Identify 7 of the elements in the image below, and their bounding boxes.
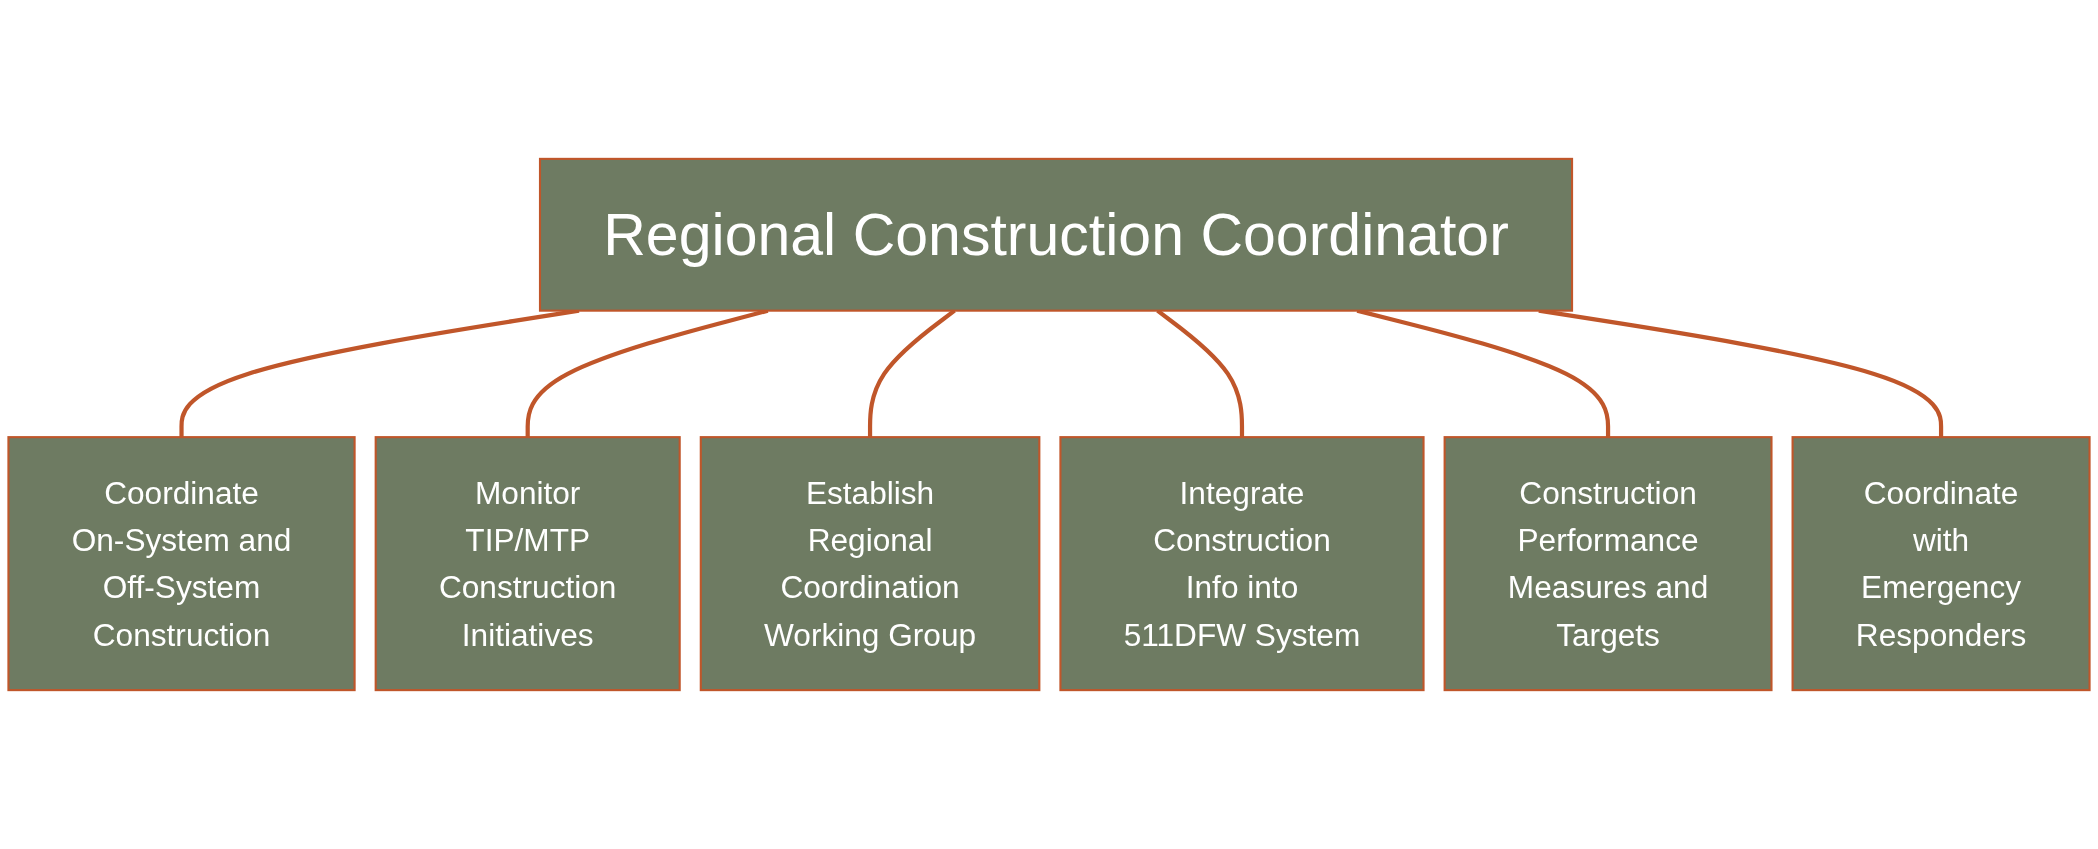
node-box: Monitor TIP/MTP Construction Initiatives	[374, 436, 681, 692]
node-box: Integrate Construction Info into 511DFW System	[1059, 436, 1425, 692]
node-box: Coordinate On-System and Off-System Construction	[7, 436, 356, 692]
node-box: Regional Construction Coordinator	[538, 157, 1574, 312]
node-box: Construction Performance Measures and Targets	[1443, 436, 1773, 692]
node-box: Establish Regional Coordination Working Group	[699, 436, 1041, 692]
node-box: Coordinate with Emergency Responders	[1791, 436, 2091, 692]
